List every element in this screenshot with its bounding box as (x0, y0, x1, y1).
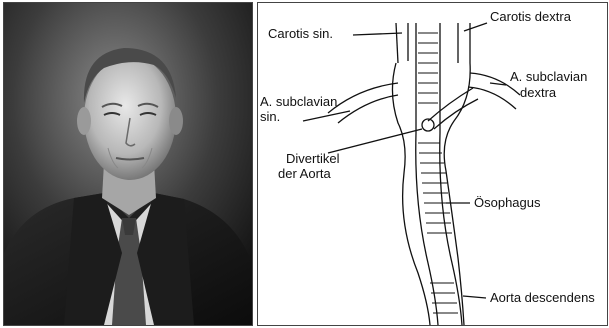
label-subclavian-dextra-2: dextra (520, 85, 557, 100)
label-divertikel-1: Divertikel (286, 151, 340, 166)
label-subclavian-sin-1: A. subclavian (260, 94, 337, 109)
label-divertikel-2: der Aorta (278, 166, 332, 181)
label-subclavian-dextra-1: A. subclavian (510, 69, 587, 84)
label-osophagus: Ösophagus (474, 195, 541, 210)
anatomy-diagram: Carotis sin. Carotis dextra A. subclavia… (257, 2, 608, 326)
label-aorta-descendens: Aorta descendens (490, 290, 595, 305)
aorta-esophagus-drawing: Carotis sin. Carotis dextra A. subclavia… (258, 3, 607, 325)
portrait-photo (3, 2, 253, 326)
portrait-image (4, 3, 252, 325)
label-subclavian-sin-2: sin. (260, 109, 280, 124)
label-carotis-sin: Carotis sin. (268, 26, 333, 41)
label-carotis-dextra: Carotis dextra (490, 9, 572, 24)
